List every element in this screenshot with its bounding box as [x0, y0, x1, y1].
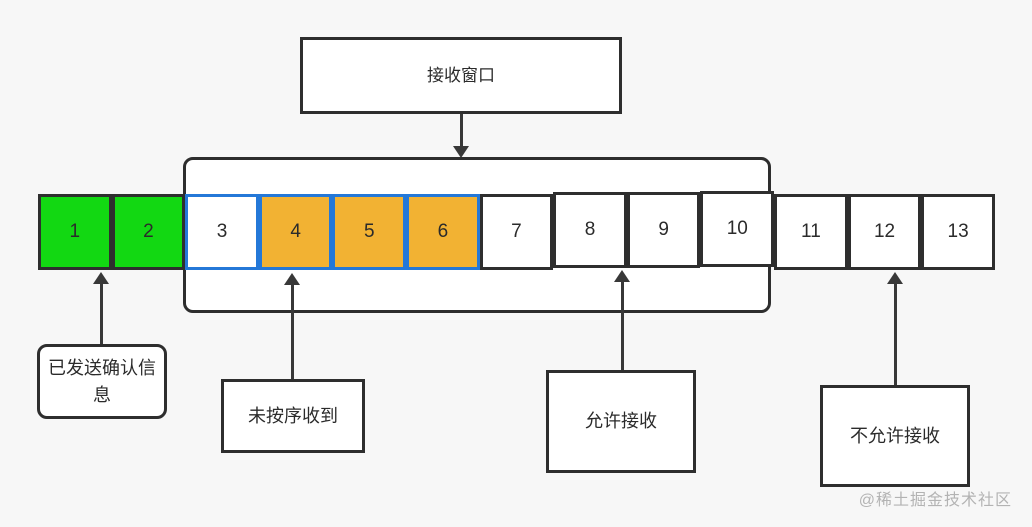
allowed-arrow-head-up-icon — [614, 270, 630, 282]
sequence-cells-row: 1 2 3 4 5 6 7 8 9 10 11 12 13 — [38, 191, 995, 270]
sent-acked-label: 已发送确认信息 — [48, 357, 156, 405]
not-allowed-arrow-line — [893, 283, 897, 385]
not-allowed-arrow-head-up-icon — [887, 272, 903, 284]
cell-13: 13 — [921, 194, 995, 270]
sent-acked-arrow-head-up-icon — [93, 272, 109, 284]
title-arrow-line — [459, 114, 463, 148]
allowed-arrow-line — [620, 281, 624, 370]
cell-12: 12 — [847, 194, 922, 270]
allowed-label: 允许接收 — [585, 411, 657, 431]
cell-7: 7 — [479, 194, 554, 270]
out-of-order-label-box: 未按序收到 — [221, 379, 365, 453]
sent-acked-label-box: 已发送确认信息 — [37, 344, 167, 419]
cell-1: 1 — [38, 194, 112, 270]
receive-window-title: 接收窗口 — [427, 65, 495, 85]
sent-acked-arrow-line — [99, 283, 103, 344]
not-allowed-label: 不允许接收 — [850, 425, 940, 446]
title-arrow-head-down-icon — [453, 146, 469, 158]
cell-2: 2 — [111, 194, 186, 270]
cell-6: 6 — [406, 194, 480, 270]
out-of-order-arrow-head-up-icon — [284, 273, 300, 285]
cell-11: 11 — [774, 194, 848, 270]
out-of-order-arrow-line — [290, 284, 294, 379]
cell-10: 10 — [700, 191, 775, 267]
allowed-label-box: 允许接收 — [546, 370, 696, 473]
not-allowed-label-box: 不允许接收 — [820, 385, 970, 487]
receive-window-title-box: 接收窗口 — [300, 37, 622, 114]
cell-8: 8 — [553, 192, 627, 268]
cell-9: 9 — [626, 192, 701, 268]
watermark: @稀土掘金技术社区 — [858, 492, 1012, 509]
cell-4: 4 — [258, 194, 333, 270]
cell-3: 3 — [185, 194, 259, 270]
cell-5: 5 — [332, 194, 407, 270]
out-of-order-label: 未按序收到 — [248, 405, 338, 426]
